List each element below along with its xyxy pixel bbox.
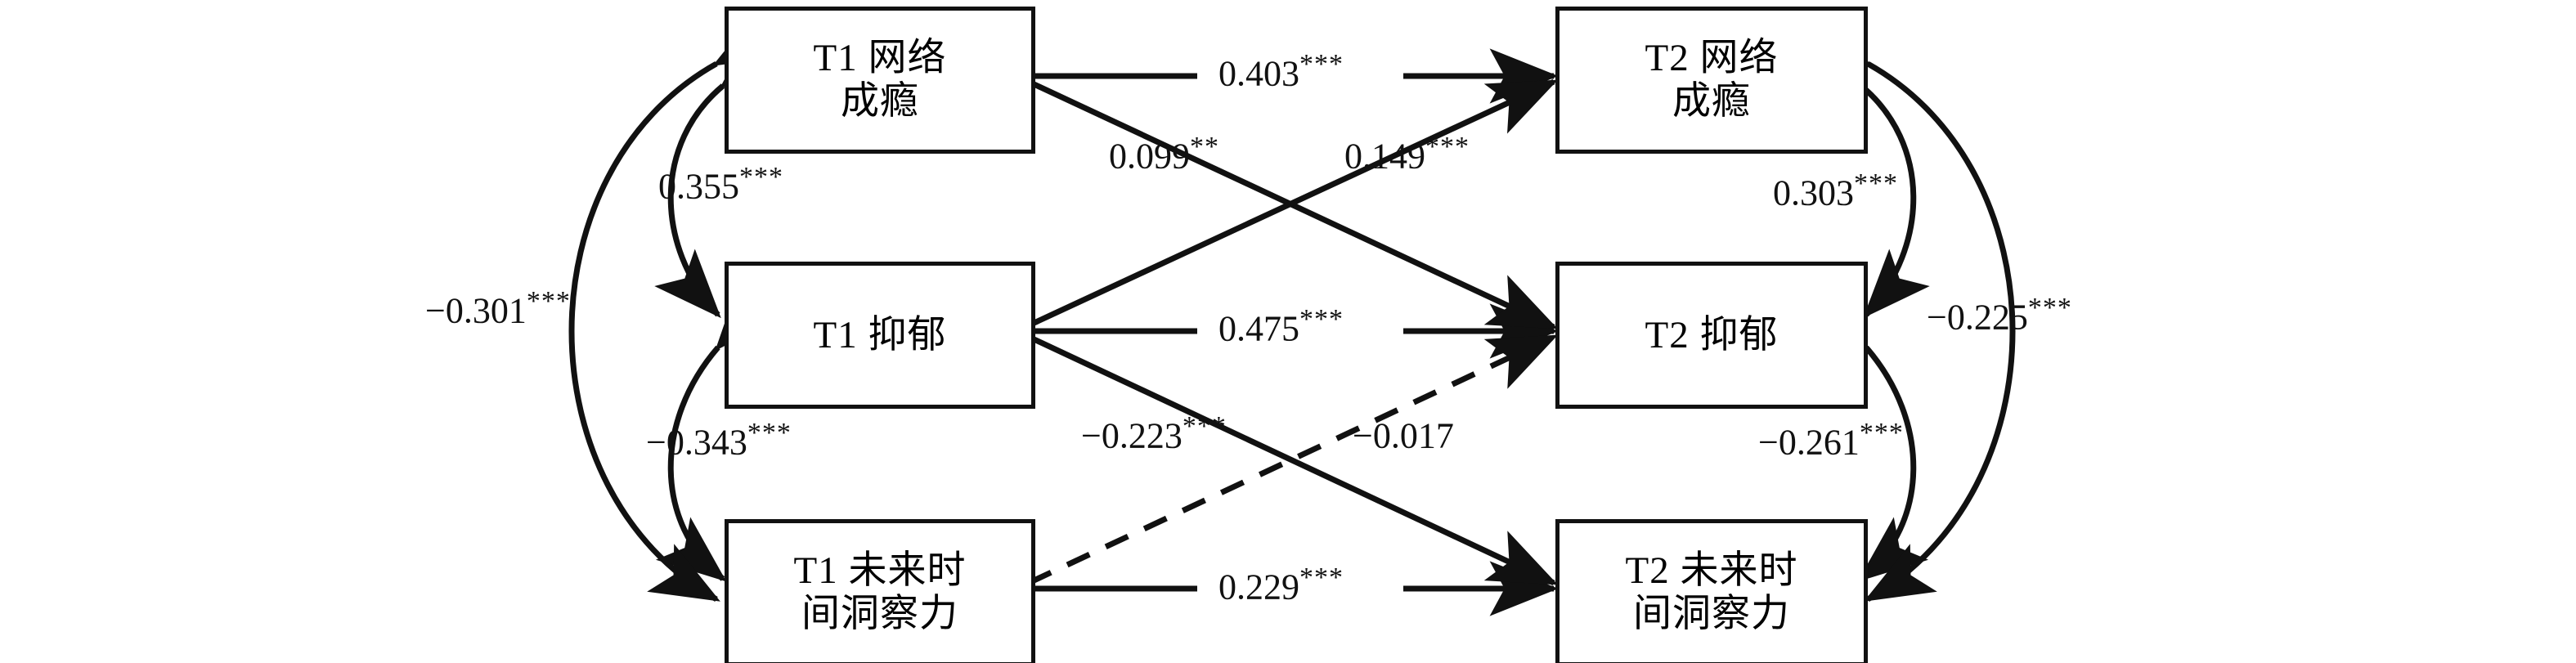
node-t1-depression[interactable]: T1 抑郁: [725, 262, 1035, 409]
significance-stars: ***: [747, 418, 792, 448]
path-label-auto-depression: 0.475***: [1218, 306, 1344, 347]
significance-stars: ***: [1299, 562, 1344, 593]
coef-value: 0.099: [1109, 136, 1190, 177]
coef-value: −0.225: [1927, 297, 2028, 338]
coef-value: −0.261: [1758, 422, 1860, 463]
significance-stars: ***: [526, 286, 571, 316]
path-cross-fut-dep: [1027, 334, 1559, 586]
path-label-cross-dep-add: 0.149***: [1344, 133, 1470, 175]
path-label-cross-dep-fut: −0.223***: [1081, 413, 1227, 455]
path-cross-dep-fut: [1027, 334, 1559, 586]
node-t2-internet-addiction[interactable]: T2 网络 成瘾: [1555, 7, 1868, 154]
corr-label-t1-add-dep: 0.355***: [658, 164, 783, 205]
node-t1-internet-addiction[interactable]: T1 网络 成瘾: [725, 7, 1035, 154]
node-t1-future-time[interactable]: T1 未来时 间洞察力: [725, 519, 1035, 663]
node-t2-depression[interactable]: T2 抑郁: [1555, 262, 1868, 409]
node-label: T2 未来时 间洞察力: [1625, 549, 1798, 635]
significance-stars: ***: [2027, 293, 2072, 323]
corr-label-t1-dep-fut: −0.343***: [646, 419, 792, 461]
path-cross-dep-add: [1027, 78, 1559, 329]
corr-t1-add-fut: [568, 8, 786, 603]
corr-label-t1-add-fut: −0.301***: [425, 288, 571, 329]
corr-label-t2-dep-fut: −0.261***: [1758, 419, 1904, 461]
coef-value: 0.303: [1773, 172, 1854, 213]
node-label: T2 抑郁: [1645, 313, 1779, 356]
significance-stars: ***: [1854, 168, 1898, 199]
coef-value: 0.355: [658, 166, 739, 207]
corr-t2-add-fut: [1798, 8, 2016, 603]
significance-stars: ***: [739, 162, 783, 192]
node-label: T1 未来时 间洞察力: [793, 549, 967, 635]
significance-stars: ***: [1299, 304, 1344, 334]
coef-value: 0.229: [1218, 567, 1299, 607]
coef-value: −0.017: [1353, 415, 1454, 456]
coef-value: 0.149: [1344, 136, 1425, 177]
corr-label-t2-add-dep: 0.303***: [1773, 170, 1898, 212]
coef-value: −0.223: [1081, 415, 1183, 456]
significance-stars: ***: [1299, 49, 1344, 79]
coef-value: 0.475: [1218, 308, 1299, 349]
significance-stars: ***: [1182, 411, 1227, 441]
path-label-auto-future: 0.229***: [1218, 564, 1344, 606]
significance-stars: ***: [1425, 132, 1470, 162]
coef-value: 0.403: [1218, 53, 1299, 94]
corr-label-t2-add-fut: −0.225***: [1927, 294, 2072, 336]
node-t2-future-time[interactable]: T2 未来时 间洞察力: [1555, 519, 1868, 663]
node-label: T2 网络 成瘾: [1645, 37, 1779, 123]
corr-t1-dep-fut: [655, 280, 781, 582]
path-label-cross-add-dep: 0.099**: [1109, 133, 1219, 175]
path-label-auto-addiction: 0.403***: [1218, 51, 1344, 92]
significance-stars: **: [1190, 132, 1219, 162]
coef-value: −0.301: [425, 290, 527, 331]
corr-t2-dep-fut: [1803, 280, 1929, 582]
node-label: T1 抑郁: [813, 313, 947, 356]
path-label-cross-fut-dep: −0.017: [1353, 413, 1454, 455]
significance-stars: ***: [1859, 418, 1904, 448]
node-label: T1 网络 成瘾: [813, 37, 947, 123]
coef-value: −0.343: [646, 422, 747, 463]
